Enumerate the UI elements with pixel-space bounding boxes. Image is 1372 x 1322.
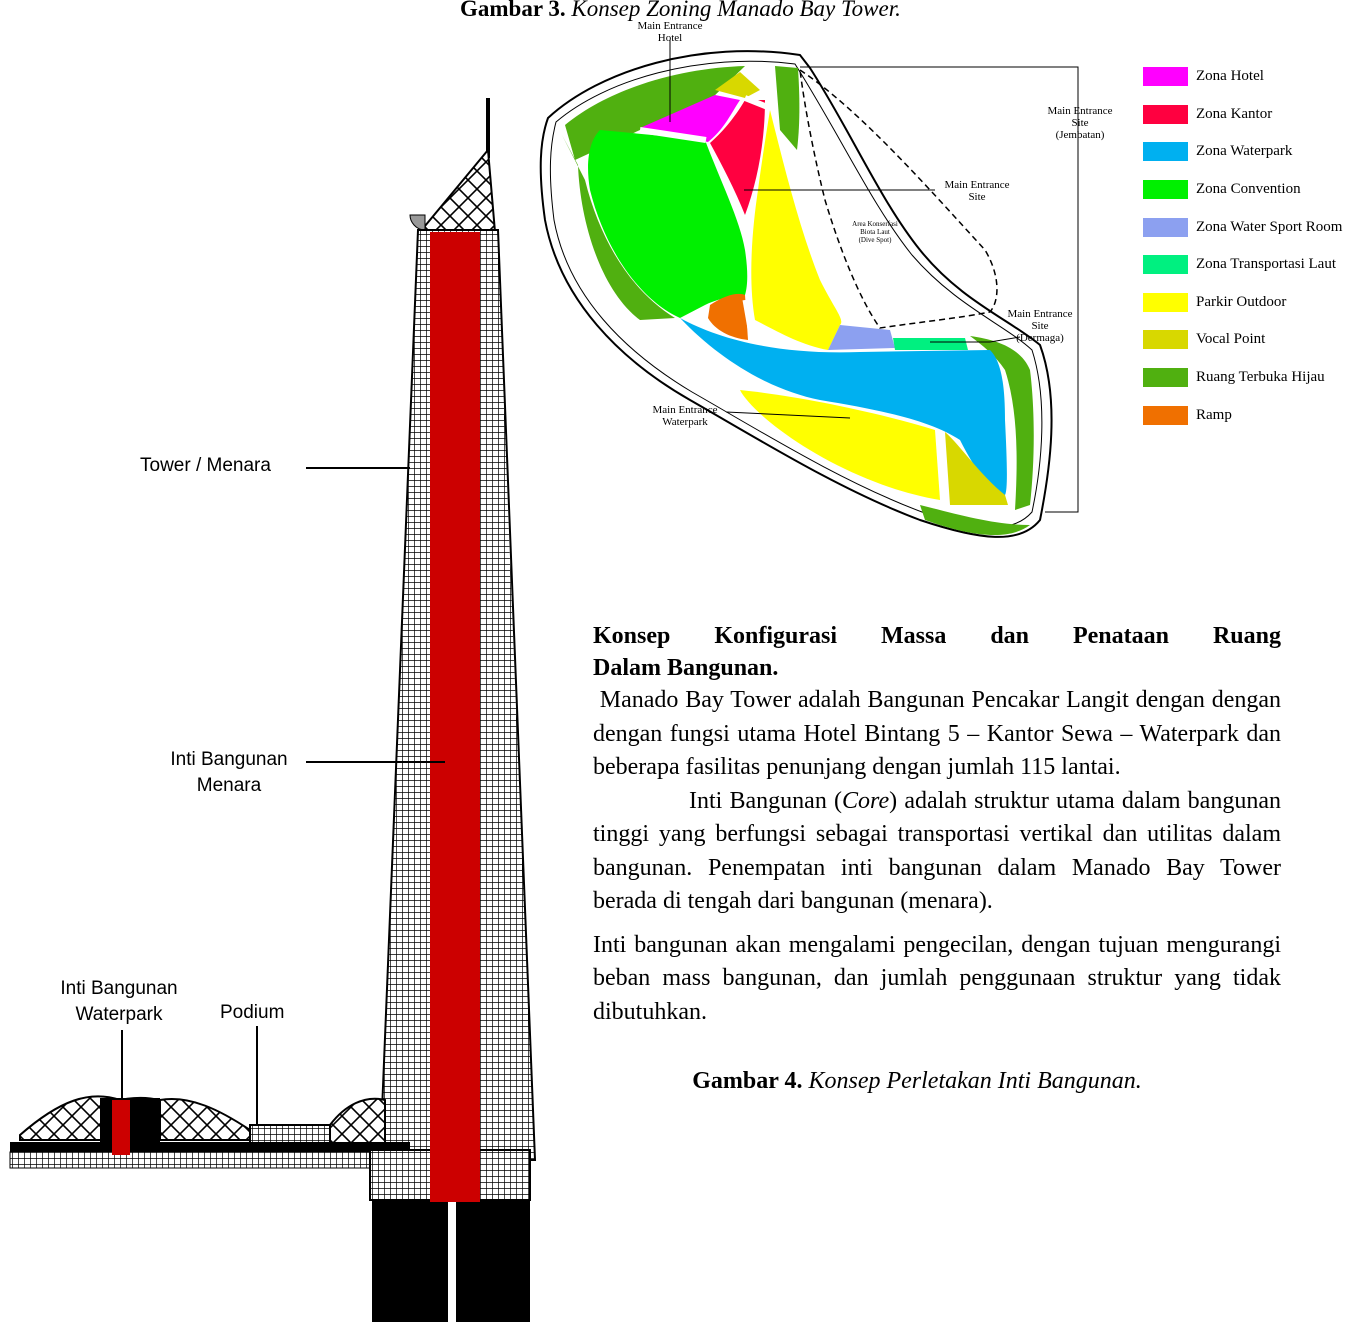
legend-swatch [1143, 405, 1188, 425]
legend-item: Ruang Terbuka Hijau [1143, 359, 1368, 397]
entrance-dock-label-1: Main Entrance [1007, 308, 1073, 320]
legend-swatch [1143, 255, 1188, 275]
podium [249, 1124, 331, 1144]
legend-label: Parkir Outdoor [1196, 293, 1287, 310]
section-heading: Konsep Konfigurasi Massa dan Penataan Ru… [593, 620, 1281, 684]
legend-label: Zona Waterpark [1196, 143, 1293, 160]
entrance-bridge-label-2: Site [1071, 117, 1089, 129]
entrance-waterpark-label-1: Main Entrance [652, 404, 718, 416]
core-label: Inti Bangunan Menara [160, 747, 298, 799]
legend-item: Ramp [1143, 396, 1368, 434]
zone-convention [588, 130, 748, 318]
entrance-site-label-1: Main Entrance [944, 179, 1010, 191]
legend-label: Zona Transportasi Laut [1196, 256, 1336, 273]
paragraph-2-start: Inti Bangunan ( [689, 787, 843, 814]
legend-swatch [1143, 368, 1188, 388]
legend-swatch [1143, 67, 1188, 87]
legend-item: Zona Hotel [1143, 58, 1368, 96]
podium-label-text: Podium [220, 1002, 285, 1023]
legend-label: Zona Water Sport Room [1196, 218, 1343, 235]
legend-swatch [1143, 217, 1188, 237]
tower-label-text: Tower / Menara [140, 455, 271, 476]
legend-item: Zona Transportasi Laut [1143, 246, 1368, 284]
legend-swatch [1143, 330, 1188, 350]
legend-label: Zona Convention [1196, 181, 1301, 198]
zone-office [710, 100, 765, 215]
legend-label: Vocal Point [1196, 331, 1266, 348]
core-label-line-2: Menara [196, 775, 262, 796]
figure-3-caption: Gambar 3. Konsep Zoning Manado Bay Tower… [460, 0, 1100, 22]
entrance-site-label-2: Site [968, 191, 986, 203]
zone-ramp [708, 293, 748, 340]
conservation-label-1: Area Konserfasi [852, 220, 898, 228]
waterpark-core [112, 1100, 130, 1155]
entrance-waterpark-label-2: Waterpark [662, 416, 708, 428]
paragraph-2-core: Core [842, 787, 890, 814]
figure-4-caption: Gambar 4. Konsep Perletakan Inti Banguna… [593, 1065, 1281, 1099]
tower-elevation-drawing [9, 98, 537, 1322]
figure-3-title: Konsep Zoning Manado Bay Tower. [571, 0, 901, 21]
conservation-area [799, 68, 998, 329]
paragraph-1: Manado Bay Tower adalah Bangunan Pencaka… [593, 687, 1287, 780]
legend-label: Ramp [1196, 406, 1232, 423]
zone-waterpark [680, 318, 1007, 495]
tower-label: Tower / Menara [140, 453, 271, 479]
legend-swatch [1143, 104, 1188, 124]
conservation-label-2: Biota Laut [860, 228, 890, 236]
entrance-hotel-label-1: Main Entrance [637, 20, 703, 32]
zone-parking [751, 110, 842, 350]
legend-item: Zona Convention [1143, 171, 1368, 209]
figure-4-number: Gambar 4. [692, 1068, 803, 1094]
paragraph-gap [593, 919, 1281, 929]
legend-item: Zona Waterpark [1143, 133, 1368, 171]
entrance-bridge-label-3: (Jembatan) [1055, 129, 1105, 141]
entrance-dock-label-3: (Dermaga) [1016, 332, 1064, 344]
entrance-dock-label-2: Site [1031, 320, 1049, 332]
section-text: Konsep Konfigurasi Massa dan Penataan Ru… [593, 620, 1281, 1099]
entrance-bridge-label-1: Main Entrance [1047, 105, 1113, 117]
waterpark-core-label-line-2: Waterpark [75, 1004, 163, 1025]
site-zoning-map: Main Entrance Hotel Main Entrance Site (… [539, 20, 1113, 538]
legend-swatch [1143, 142, 1188, 162]
paragraph-3: Inti bangunan akan mengalami pengecilan,… [593, 931, 1281, 1025]
legend-item: Zona Water Sport Room [1143, 208, 1368, 246]
figure-4-title: Konsep Perletakan Inti Bangunan. [808, 1068, 1142, 1094]
legend-item: Parkir Outdoor [1143, 284, 1368, 322]
section-heading-line-2: Dalam Bangunan. [593, 655, 779, 681]
legend-item: Zona Kantor [1143, 96, 1368, 134]
legend-swatch [1143, 180, 1188, 200]
legend-item: Vocal Point [1143, 321, 1368, 359]
legend-label: Zona Hotel [1196, 68, 1264, 85]
section-heading-line-1: Konsep Konfigurasi Massa dan Penataan Ru… [593, 623, 1281, 649]
legend-label: Ruang Terbuka Hijau [1196, 369, 1325, 386]
waterpark-core-label-line-1: Inti Bangunan [60, 978, 178, 999]
legend-label: Zona Kantor [1196, 105, 1273, 122]
paragraph-2: Inti Bangunan (Core) adalah struktur uta… [593, 785, 1281, 919]
conservation-label-3: (Dive Spot) [858, 236, 892, 244]
entrance-hotel-label-2: Hotel [657, 32, 683, 44]
legend-swatch [1143, 292, 1188, 312]
zone-hotel [640, 95, 740, 142]
figure-3-number: Gambar 3. [460, 0, 566, 21]
zoning-legend: Zona Hotel Zona Kantor Zona Waterpark Zo… [1143, 58, 1368, 434]
waterpark-core-label: Inti Bangunan Waterpark [50, 976, 188, 1028]
podium-label: Podium [220, 1000, 284, 1026]
tower-core [430, 232, 480, 1202]
antenna [486, 98, 490, 158]
tower-crown [417, 147, 497, 233]
core-label-line-1: Inti Bangunan [170, 749, 288, 770]
zone-water-sport [828, 325, 895, 350]
paragraph-2-end: ) adalah struktur utama dalam bangunan t… [593, 787, 1281, 915]
